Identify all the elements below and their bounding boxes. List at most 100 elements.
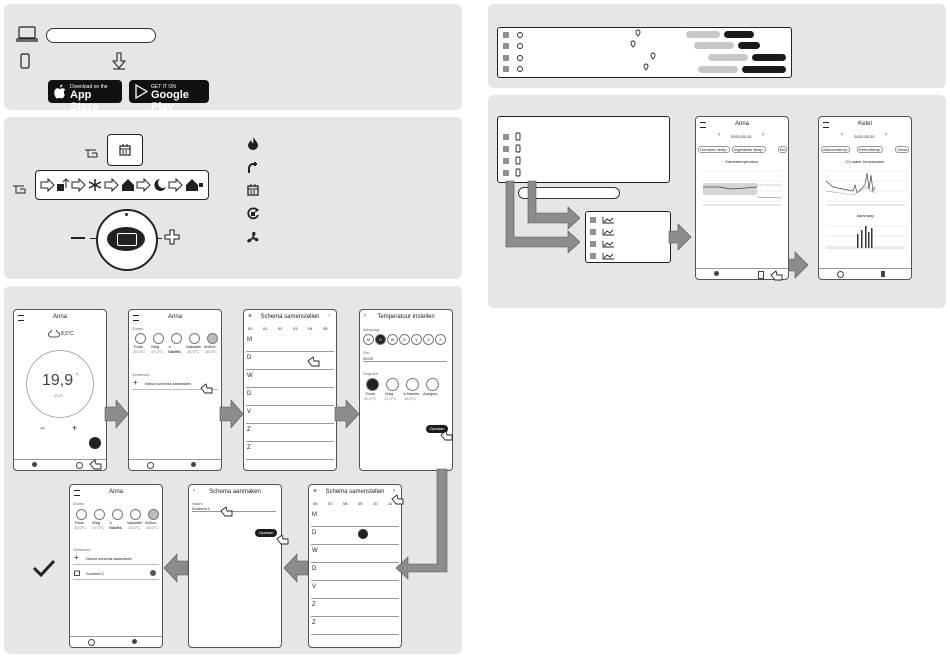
date-next-icon[interactable]: ›: [762, 132, 764, 138]
time-field[interactable]: 09:00: [363, 356, 447, 362]
menu-icon[interactable]: [18, 315, 24, 321]
google-play-badge[interactable]: GET IT ON Google Play: [129, 80, 209, 113]
arrow-right-icon: [219, 399, 244, 429]
home-tab-icon[interactable]: [714, 271, 719, 276]
menu-icon: [503, 158, 509, 164]
weekday-chip[interactable]: V: [411, 334, 422, 345]
minus-button[interactable]: [71, 232, 85, 244]
day-row[interactable]: Z: [246, 424, 334, 442]
back-icon[interactable]: ‹: [193, 488, 195, 494]
weekday-chip[interactable]: W: [387, 334, 398, 345]
name-field[interactable]: Schema 1: [192, 506, 276, 512]
weekday-chip[interactable]: D: [399, 334, 410, 345]
save-button[interactable]: Opslaan: [255, 529, 277, 537]
date-prev-icon[interactable]: ‹: [718, 132, 720, 138]
next-icon[interactable]: ›: [328, 313, 330, 319]
date-value[interactable]: 2020-05-20: [854, 134, 875, 139]
day-row[interactable]: D: [311, 563, 399, 581]
day-grid: M D W D V Z Z: [244, 334, 336, 470]
menu-tab-icon[interactable]: [76, 462, 83, 469]
next-icon[interactable]: ›: [393, 488, 395, 494]
arrow-curve-down-icon: [395, 468, 448, 580]
arrow-right-icon: [334, 399, 360, 429]
weekday-chip[interactable]: Z: [435, 334, 446, 345]
day-row[interactable]: Z: [311, 617, 399, 635]
hour-label: 06: [313, 501, 318, 506]
chip[interactable]: Gewe: [895, 146, 910, 153]
chip[interactable]: Ingestelde temp.: [732, 146, 766, 153]
zone-icon: [189, 333, 200, 344]
menu-tab-icon[interactable]: [191, 462, 196, 467]
arrow-right-icon: [104, 177, 119, 193]
zones-label: Zones: [73, 501, 85, 506]
day-row[interactable]: D: [246, 388, 334, 406]
new-schedule-row[interactable]: + Nieuw schema aanmaken: [73, 553, 159, 565]
device-list-panel: [488, 4, 946, 88]
arrow-curve-right-icon: [505, 180, 581, 254]
url-field[interactable]: [46, 28, 156, 43]
weekday-chip[interactable]: M: [363, 334, 374, 345]
menu-icon[interactable]: [74, 490, 80, 496]
menu-icon[interactable]: [133, 315, 139, 321]
gear-icon: [517, 66, 523, 72]
home-tab-icon[interactable]: [837, 271, 844, 278]
menu-icon: [503, 55, 509, 61]
selector-pill[interactable]: [518, 187, 620, 199]
plus-button[interactable]: [164, 229, 180, 245]
chip[interactable]: Bu: [778, 146, 787, 153]
action-pill[interactable]: [724, 31, 754, 38]
chip[interactable]: Retourtemp.: [857, 146, 884, 153]
back-icon[interactable]: ‹: [364, 313, 366, 319]
schedule-toggle[interactable]: [150, 570, 156, 576]
menu-tab-icon[interactable]: [132, 639, 137, 644]
save-button[interactable]: Opslaan: [426, 425, 448, 433]
day-row[interactable]: D: [246, 352, 334, 370]
menu-icon[interactable]: [823, 122, 829, 128]
graph-tab-icon[interactable]: [758, 271, 764, 279]
chip[interactable]: Gemeten temp.: [698, 146, 730, 153]
day-row[interactable]: D: [311, 527, 399, 545]
date-prev-icon[interactable]: ‹: [841, 132, 843, 138]
action-pill[interactable]: [742, 66, 786, 73]
day-row[interactable]: V: [311, 581, 399, 599]
home-tab-icon[interactable]: [32, 462, 37, 467]
weekday-chip[interactable]: D: [375, 334, 386, 345]
schedule-row[interactable]: Schema 1: [73, 569, 159, 580]
day-row[interactable]: W: [311, 545, 399, 563]
day-row[interactable]: W: [246, 370, 334, 388]
close-icon[interactable]: ×: [248, 313, 253, 320]
plus-button[interactable]: +: [72, 423, 78, 433]
close-icon[interactable]: ×: [313, 488, 318, 495]
app-store-badge[interactable]: Download on the App Store: [48, 80, 122, 113]
bottom-bar: [14, 459, 106, 470]
bottom-bar: [70, 636, 162, 647]
menu-icon[interactable]: [700, 122, 706, 128]
thermostat-dial[interactable]: [96, 209, 158, 271]
new-schedule-row[interactable]: + Nieuw schema aanmaken: [132, 378, 218, 390]
day-row[interactable]: Z: [311, 599, 399, 617]
day-row[interactable]: M: [246, 334, 334, 352]
chip[interactable]: Aanvoertemp.: [821, 146, 850, 153]
calendar-button[interactable]: [107, 134, 143, 166]
action-pill[interactable]: [738, 42, 760, 49]
date-next-icon[interactable]: ›: [885, 132, 887, 138]
day-row[interactable]: Z: [246, 442, 334, 460]
minus-button[interactable]: −: [40, 423, 46, 433]
day-label: D: [247, 355, 252, 361]
weekday-chip[interactable]: Z: [423, 334, 434, 345]
home-tab-icon[interactable]: [147, 462, 154, 469]
demand-bar: [865, 226, 867, 248]
zone-name: Weg: [92, 520, 101, 525]
setpoint-marker[interactable]: [358, 529, 368, 539]
preset-temp: 17,0°C: [384, 396, 397, 401]
temp-up-icon: [57, 178, 70, 191]
day-row[interactable]: V: [246, 406, 334, 424]
action-pill[interactable]: [752, 54, 786, 61]
zone-temp: 15,0°C: [128, 525, 141, 530]
new-schedule-label: Nieuw schema aanmaken: [145, 381, 192, 386]
home-tab-icon[interactable]: [88, 639, 95, 646]
flame-button[interactable]: [89, 437, 101, 449]
day-row[interactable]: M: [311, 509, 399, 527]
graph-tab-icon[interactable]: [881, 271, 885, 277]
date-value[interactable]: 2020-05-20: [731, 134, 752, 139]
